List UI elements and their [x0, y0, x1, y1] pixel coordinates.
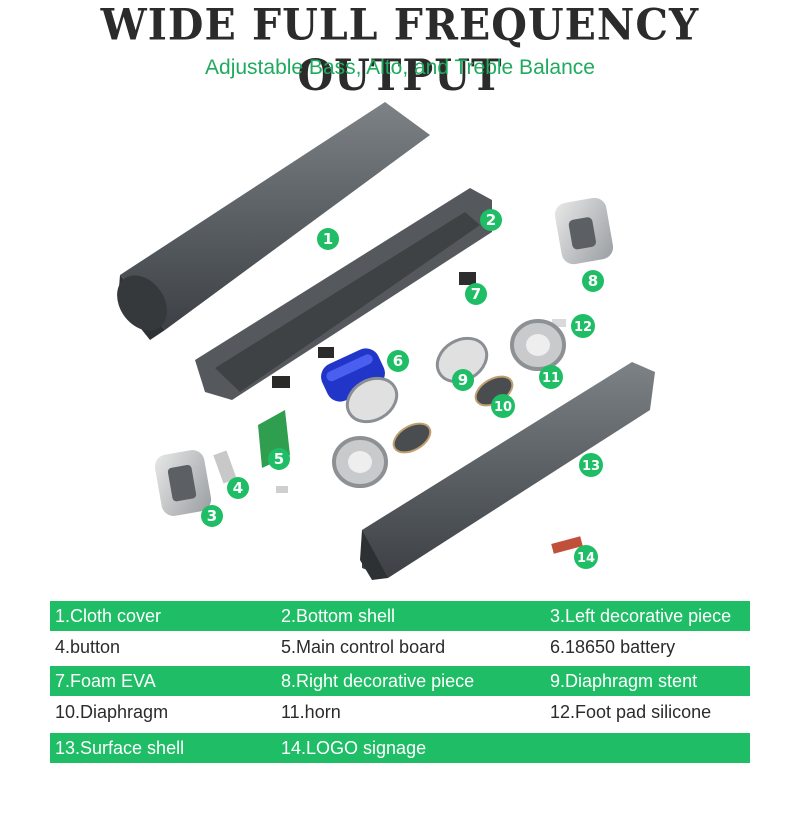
svg-text:5: 5	[274, 450, 284, 468]
svg-text:1: 1	[323, 230, 333, 248]
callout-9: 9	[452, 369, 474, 391]
legend-row: 13.Surface shell 14.LOGO signage	[50, 733, 750, 763]
callout-13: 13	[579, 453, 603, 477]
legend-row: 4.button 5.Main control board 6.18650 ba…	[50, 632, 750, 665]
svg-text:6: 6	[393, 352, 403, 370]
foot-pad-part	[552, 319, 566, 327]
callout-7: 7	[465, 283, 487, 305]
legend-item: 7.Foam EVA	[55, 670, 156, 691]
logo-signage-part	[551, 536, 583, 554]
callout-3: 3	[201, 505, 223, 527]
svg-text:14: 14	[577, 551, 595, 566]
svg-text:9: 9	[458, 371, 468, 389]
legend-item: 13.Surface shell	[55, 738, 185, 758]
svg-text:8: 8	[588, 272, 598, 290]
legend-item: 6.18650 battery	[550, 637, 676, 657]
diaphragm-stent-part	[345, 336, 489, 424]
legend-row: 7.Foam EVA 8.Right decorative piece 9.Di…	[50, 665, 750, 696]
svg-text:13: 13	[582, 459, 600, 474]
foam-eva-part	[459, 272, 476, 285]
callout-2: 2	[480, 209, 502, 231]
callout-4: 4	[227, 477, 249, 499]
legend-item: 9.Diaphragm stent	[550, 670, 698, 691]
legend-item: 8.Right decorative piece	[281, 670, 475, 691]
legend-row: 10.Diaphragm 11.horn 12.Foot pad silicon…	[50, 697, 750, 730]
button-part	[213, 450, 288, 493]
svg-text:3: 3	[207, 507, 217, 525]
left-decorative-piece-part	[154, 450, 212, 516]
right-decorative-piece-part	[554, 197, 614, 265]
callout-11: 11	[539, 365, 563, 389]
legend-item: 12.Foot pad silicone	[550, 701, 712, 722]
page-title: WIDE FULL FREQUENCY OUTPUT	[100, 0, 700, 101]
horn-part	[332, 319, 566, 488]
callout-8: 8	[582, 270, 604, 292]
svg-text:2: 2	[486, 211, 496, 229]
callout-14: 14	[574, 545, 598, 569]
svg-text:10: 10	[494, 400, 512, 415]
svg-text:11: 11	[542, 371, 560, 386]
legend-item: 4.button	[55, 637, 121, 657]
cloth-cover-part	[117, 102, 430, 340]
callout-12: 12	[571, 314, 595, 338]
callout-5: 5	[268, 448, 290, 470]
exploded-view-diagram: 1 2 3 4 5 6 7 8 9 10 11 12 13 14	[117, 102, 655, 580]
page-subtitle: Adjustable Bass, Alto, and Treble Balanc…	[205, 56, 595, 79]
callout-6: 6	[387, 350, 409, 372]
legend-item: 11.horn	[281, 701, 341, 722]
surface-shell-part	[360, 362, 655, 580]
svg-text:12: 12	[574, 320, 592, 335]
legend-row: 1.Cloth cover 2.Bottom shell 3.Left deco…	[50, 601, 750, 631]
callout-10: 10	[491, 394, 515, 418]
legend-item: 10.Diaphragm	[55, 701, 169, 722]
legend-item: 1.Cloth cover	[55, 606, 162, 626]
svg-text:7: 7	[471, 285, 481, 303]
parts-legend: 1.Cloth cover 2.Bottom shell 3.Left deco…	[50, 600, 750, 764]
legend-item: 2.Bottom shell	[281, 606, 396, 626]
callout-1: 1	[317, 228, 339, 250]
legend-item: 5.Main control board	[281, 637, 446, 657]
legend-item: 3.Left decorative piece	[550, 606, 732, 626]
svg-text:4: 4	[233, 479, 243, 497]
legend-item: 14.LOGO signage	[281, 738, 427, 758]
bottom-shell-part	[195, 188, 492, 400]
